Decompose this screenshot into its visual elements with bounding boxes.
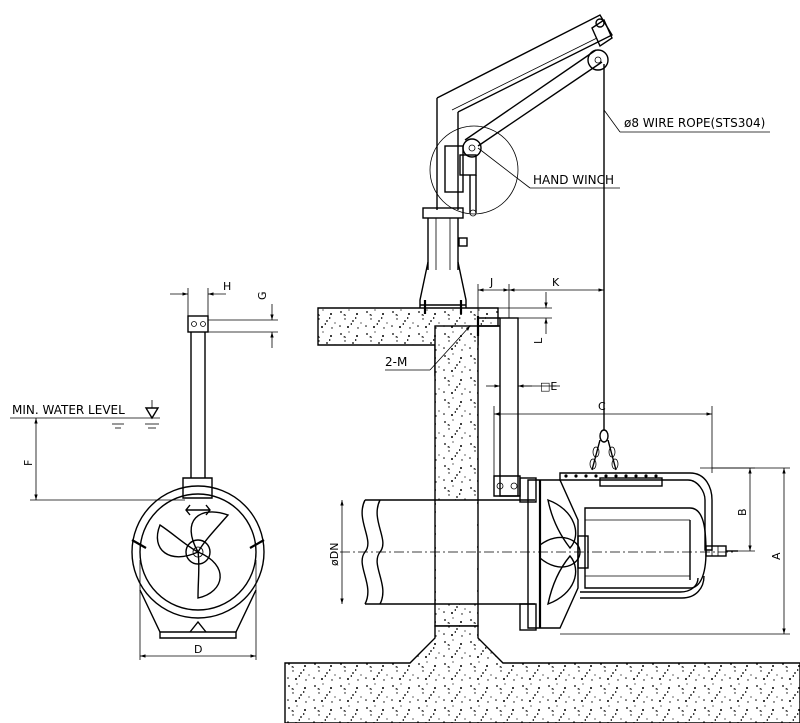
dim-h-label: H — [223, 280, 231, 293]
lifting-chain — [589, 418, 619, 471]
front-view — [10, 315, 265, 639]
leader-lines — [385, 109, 770, 371]
propeller-front — [156, 504, 230, 599]
dim-j-label: J — [489, 276, 493, 289]
frame-rivets — [564, 474, 658, 478]
wire-rope-label: ø8 WIRE ROPE(STS304) — [624, 116, 765, 130]
crane-davit — [419, 14, 613, 314]
concrete-structure — [284, 307, 800, 723]
winch-detail-circle — [429, 125, 519, 215]
hand-winch — [429, 125, 519, 217]
dim-d-label: D — [194, 643, 202, 656]
dim-k-label: K — [552, 276, 560, 289]
propeller-side — [539, 498, 589, 606]
min-water-level-label: MIN. WATER LEVEL — [12, 403, 125, 417]
dim-l-label: L — [532, 337, 545, 344]
square-e-label: □E — [540, 380, 557, 393]
dim-a-label: A — [770, 552, 783, 560]
guide-rail — [476, 316, 521, 497]
wire-rope — [464, 49, 605, 418]
dim-c-label: C — [598, 400, 606, 413]
dim-f-label: F — [22, 460, 35, 466]
mixer-assembly — [519, 418, 738, 631]
hand-winch-label: HAND WINCH — [533, 173, 614, 187]
dim-g-label: G — [256, 291, 269, 300]
anchor-label: 2-M — [385, 355, 407, 369]
dim-b-label: B — [736, 508, 749, 516]
dim-dn-label: øDN — [328, 543, 341, 566]
dimension-lines — [30, 284, 790, 660]
wall-pipe — [340, 499, 735, 605]
